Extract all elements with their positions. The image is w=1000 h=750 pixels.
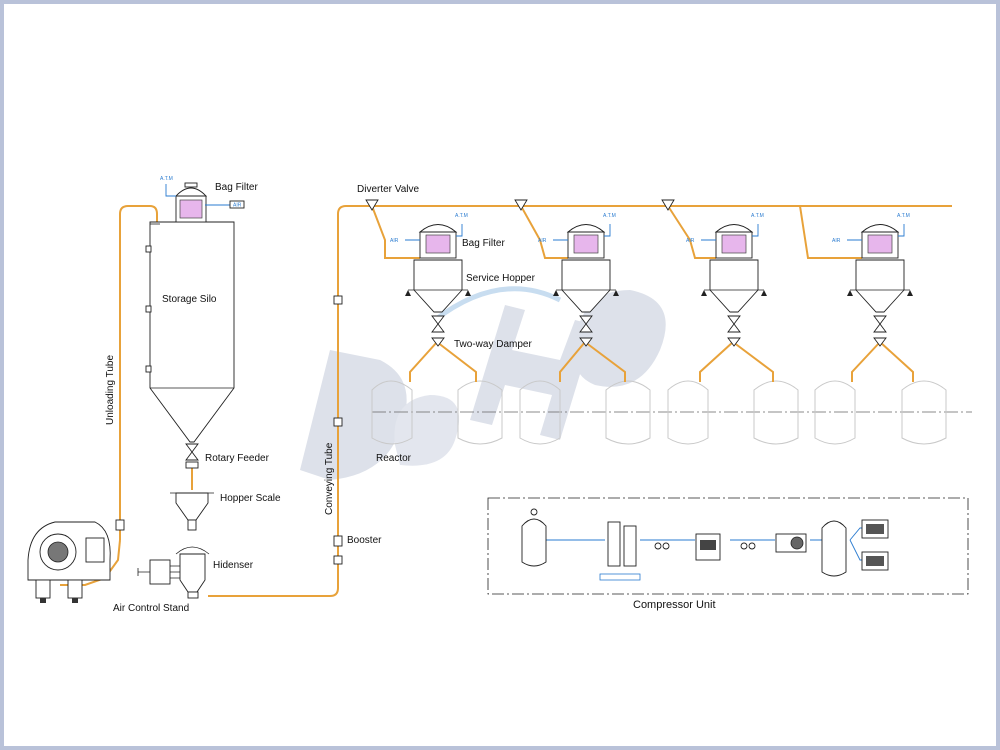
booster-fitting [333,535,343,547]
compressor-unit [487,497,969,595]
atm-tag-unit-4: A.T.M [897,213,910,219]
rotary-feeder [185,443,199,469]
reactor-row [371,380,972,445]
branch-pipes [371,205,862,259]
conveying-tube-label: Conveying Tube [324,442,335,515]
diagram-labels: Bag Filter Storage Silo Unloading Tube R… [105,182,910,614]
watermark [300,286,666,480]
hidenser-label: Hidenser [213,560,254,571]
air-tag-unit-3: AIR [686,238,695,244]
service-hopper-label: Service Hopper [466,273,536,284]
service-hopper-unit-2 [553,224,619,347]
air-tag-unit-2: AIR [538,238,547,244]
diverter-valves [365,199,675,211]
storage-silo-label: Storage Silo [162,294,217,305]
hopper-scale [170,492,214,531]
hidenser [175,546,210,599]
service-hopper-unit-1 [405,224,471,347]
air-control-stand-label: Air Control Stand [113,603,189,614]
tanker-truck [27,521,111,603]
bag-filter-service-label: Bag Filter [462,238,505,249]
main-bag-filter: AIR A.T.M [160,176,245,223]
air-control-stand [137,559,180,585]
service-hopper-unit-4 [847,224,913,347]
air-tag-unit-1: AIR [390,238,399,244]
atm-tag-unit-2: A.T.M [603,213,616,219]
booster-label: Booster [347,535,382,546]
atm-tag: A.T.M [160,176,173,182]
reactor-label: Reactor [376,453,412,464]
service-hopper-unit-3 [701,224,767,347]
atm-tag-unit-1: A.T.M [455,213,468,219]
storage-silo [145,221,235,443]
air-tag-unit-4: AIR [832,238,841,244]
diverter-valve-label: Diverter Valve [357,184,419,195]
unloading-tube-label: Unloading Tube [105,355,116,425]
pipe-fittings [115,295,343,565]
bag-filter-main-label: Bag Filter [215,182,258,193]
reactor-feed-pipes [409,341,914,382]
air-tag: AIR [233,203,242,209]
two-way-damper-label: Two-way Damper [454,339,532,350]
atm-tag-unit-3: A.T.M [751,213,764,219]
rotary-feeder-label: Rotary Feeder [205,453,270,464]
hopper-scale-label: Hopper Scale [220,493,281,504]
compressor-unit-label: Compressor Unit [633,599,716,611]
